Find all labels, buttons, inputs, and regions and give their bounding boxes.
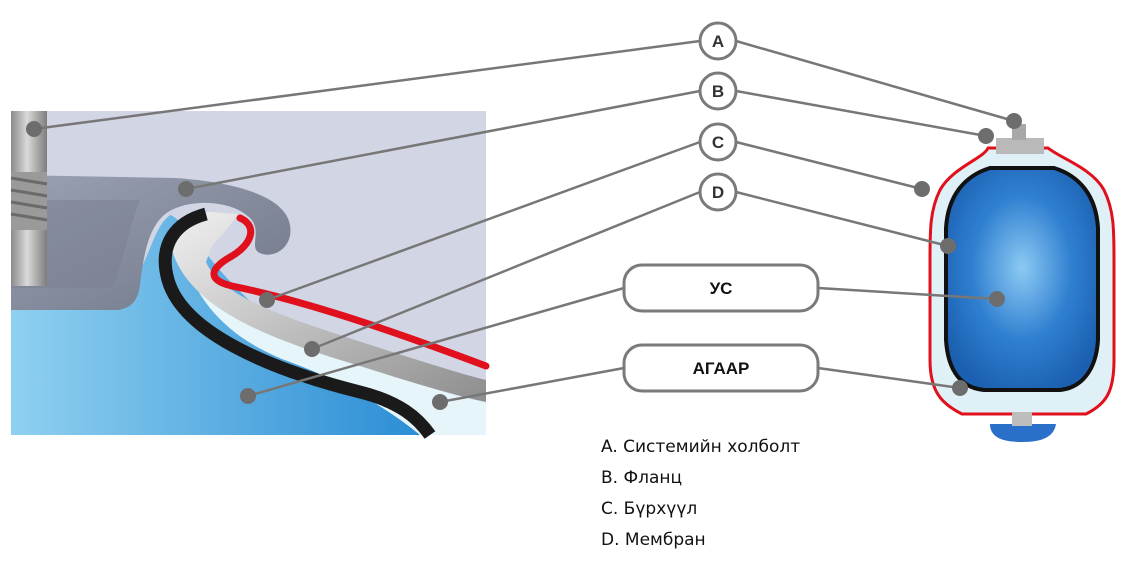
leader-water-right bbox=[817, 286, 998, 301]
tank-illustration bbox=[928, 124, 1116, 442]
tank-bottom-valve bbox=[1012, 412, 1032, 426]
tank-bottom-connector bbox=[990, 424, 1056, 442]
tank-water-chamber bbox=[944, 166, 1100, 392]
point-a-tank bbox=[1006, 113, 1022, 129]
cross-section-detail bbox=[10, 111, 490, 439]
point-a-detail bbox=[26, 121, 42, 137]
callout-b: B bbox=[698, 71, 738, 111]
leader-air-left bbox=[439, 366, 625, 404]
water-label: УС bbox=[710, 279, 733, 298]
detail-shell bbox=[171, 212, 486, 402]
detail-air-region bbox=[180, 240, 486, 435]
point-c-detail bbox=[259, 292, 275, 308]
leader-a-left bbox=[33, 39, 701, 131]
point-d-detail bbox=[304, 341, 320, 357]
point-b-detail bbox=[178, 181, 194, 197]
detail-coating bbox=[210, 214, 490, 370]
leader-a-right bbox=[735, 39, 1015, 123]
leader-c-left bbox=[266, 140, 701, 302]
callout-c: C bbox=[698, 122, 738, 162]
leader-lines bbox=[33, 39, 1015, 404]
legend-item-c: C. Бүрхүүл bbox=[601, 499, 698, 519]
leader-air-right bbox=[817, 366, 961, 390]
point-air-tank bbox=[952, 380, 968, 396]
leader-d-right bbox=[735, 190, 949, 248]
point-d-tank bbox=[940, 238, 956, 254]
legend-item-a: A. Системийн холболт bbox=[601, 437, 801, 457]
leader-water-left bbox=[247, 286, 625, 398]
point-water-tank bbox=[989, 291, 1005, 307]
detail-connection-bolt bbox=[10, 111, 48, 286]
leader-b-right bbox=[735, 89, 987, 138]
leader-b-left bbox=[185, 89, 701, 191]
point-water-detail bbox=[240, 388, 256, 404]
point-b-tank bbox=[978, 128, 994, 144]
legend-item-d: D. Мембран bbox=[601, 530, 706, 550]
callout-a: A bbox=[698, 21, 738, 61]
point-air-detail bbox=[432, 394, 448, 410]
callout-b-label: B bbox=[712, 82, 724, 101]
tank-top-fitting bbox=[996, 138, 1044, 154]
callout-c-label: C bbox=[712, 133, 724, 152]
water-label-box: УС bbox=[622, 263, 820, 313]
air-label-box: АГААР bbox=[622, 343, 820, 393]
callout-d: D bbox=[698, 172, 738, 212]
leader-d-left bbox=[311, 190, 701, 351]
callout-a-label: A bbox=[712, 32, 724, 51]
pointer-dots bbox=[26, 113, 1022, 410]
detail-membrane bbox=[158, 207, 436, 439]
air-label: АГААР bbox=[693, 359, 750, 378]
legend-item-b: B. Фланц bbox=[601, 468, 683, 488]
point-c-tank bbox=[914, 181, 930, 197]
callout-d-label: D bbox=[712, 183, 724, 202]
leader-c-right bbox=[735, 140, 923, 191]
legend-list: A. Системийн холболт B. Фланц C. Бүрхүүл… bbox=[601, 432, 800, 556]
